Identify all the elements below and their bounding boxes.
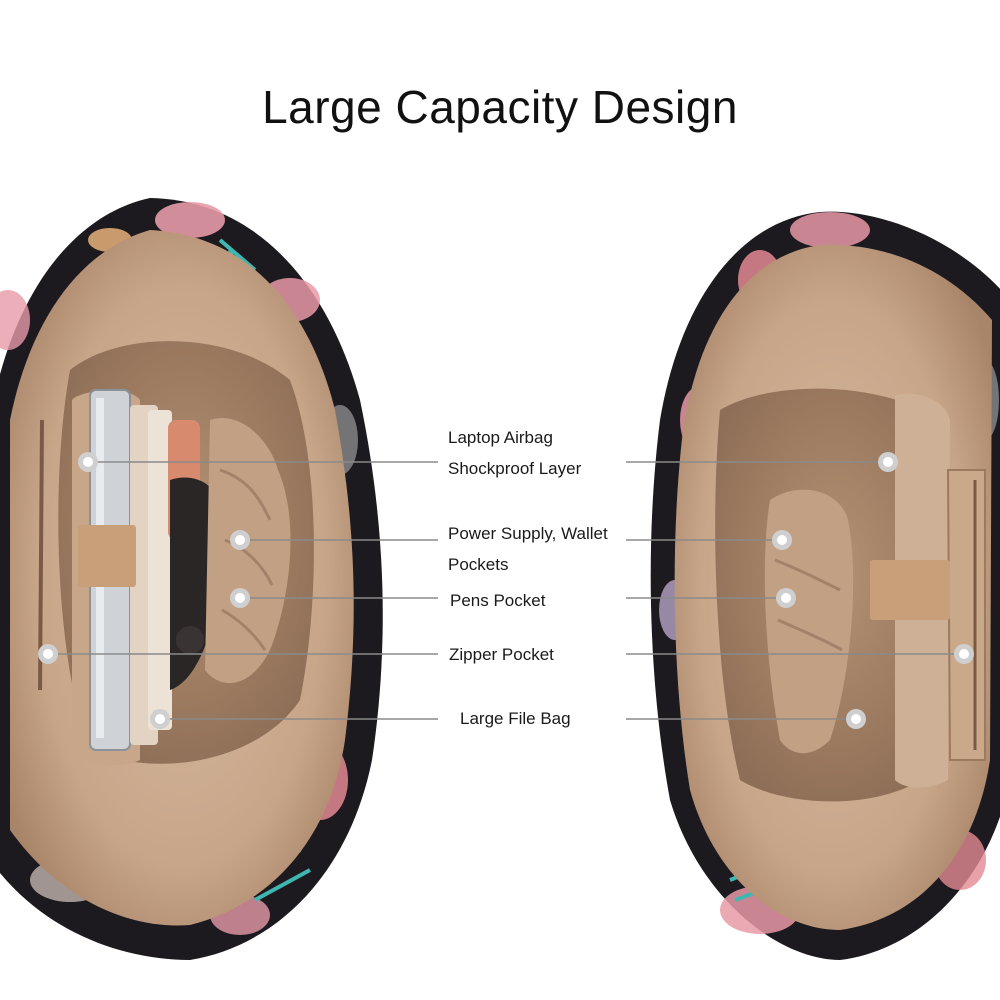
left-bag-photo bbox=[0, 198, 383, 960]
label-shockproof-layer: Shockproof Layer bbox=[448, 459, 582, 478]
label-pockets: Pockets bbox=[448, 555, 509, 574]
marker-left-file bbox=[150, 709, 170, 729]
page-title: Large Capacity Design bbox=[262, 81, 738, 133]
callout-lines bbox=[48, 461, 964, 720]
marker-left-pens bbox=[230, 588, 250, 608]
label-laptop-airbag: Laptop Airbag bbox=[448, 428, 553, 447]
callout-markers bbox=[38, 452, 974, 729]
marker-left-zipper bbox=[38, 644, 58, 664]
label-large-file-bag: Large File Bag bbox=[460, 709, 571, 728]
marker-right-zipper bbox=[954, 644, 974, 664]
marker-left-airbag bbox=[78, 452, 98, 472]
marker-left-power bbox=[230, 530, 250, 550]
label-zipper-pocket: Zipper Pocket bbox=[449, 645, 554, 664]
label-pens-pocket: Pens Pocket bbox=[450, 591, 546, 610]
marker-right-power bbox=[772, 530, 792, 550]
marker-right-file bbox=[846, 709, 866, 729]
marker-right-pens bbox=[776, 588, 796, 608]
marker-right-airbag bbox=[878, 452, 898, 472]
label-power-supply-wallet: Power Supply, Wallet bbox=[448, 524, 608, 543]
right-bag-photo bbox=[650, 211, 1000, 960]
